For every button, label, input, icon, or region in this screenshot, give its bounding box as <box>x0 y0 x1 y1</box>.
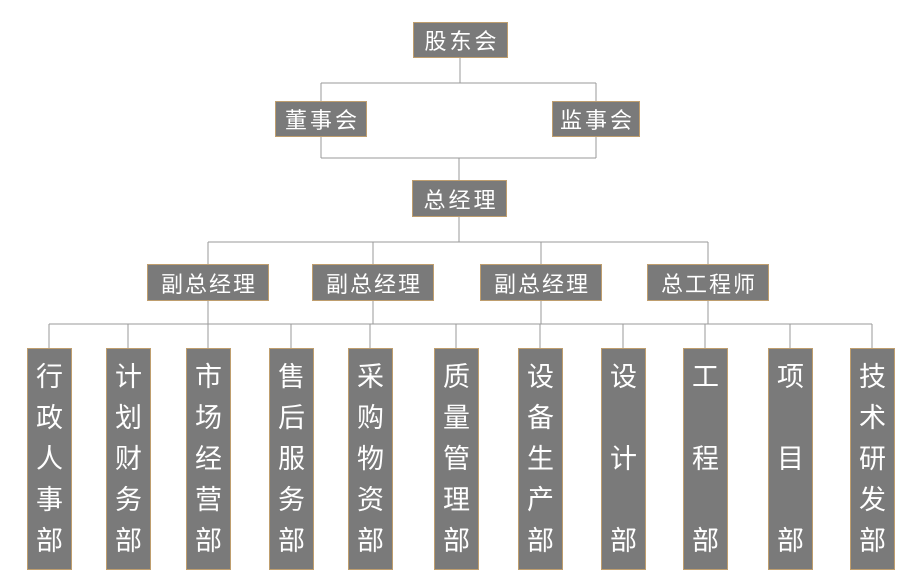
node-label: 市场经营部 <box>195 362 222 556</box>
node-label: 副总经理 <box>325 271 422 297</box>
org-node-shareholders-meeting: 股东会 <box>413 22 508 58</box>
org-node-dept-marketing: 市场经营部 <box>186 348 231 570</box>
node-label: 工程部 <box>692 362 719 556</box>
org-node-dept-tech-rnd: 技术研发部 <box>850 348 895 570</box>
node-label: 副总经理 <box>160 271 257 297</box>
org-node-dept-admin-hr: 行政人事部 <box>27 348 72 570</box>
node-label: 行政人事部 <box>36 362 63 556</box>
node-label: 项目部 <box>777 362 804 556</box>
node-label: 技术研发部 <box>859 362 886 556</box>
org-node-deputy-gm-2: 副总经理 <box>312 264 434 301</box>
node-label: 副总经理 <box>493 271 590 297</box>
node-label: 董事会 <box>284 108 360 133</box>
org-node-dept-engineering: 工程部 <box>683 348 728 570</box>
org-node-deputy-gm-1: 副总经理 <box>147 264 269 301</box>
org-node-dept-project: 项目部 <box>768 348 813 570</box>
org-node-supervisory-board: 监事会 <box>552 101 640 137</box>
org-node-dept-equipment-production: 设备生产部 <box>518 348 563 570</box>
node-label: 采购物资部 <box>357 362 384 556</box>
org-node-deputy-gm-3: 副总经理 <box>480 264 602 301</box>
node-label: 设计部 <box>610 362 637 556</box>
org-node-chief-engineer: 总工程师 <box>647 264 769 301</box>
node-label: 总工程师 <box>660 271 757 297</box>
org-node-dept-quality-management: 质量管理部 <box>434 348 479 570</box>
org-node-dept-procurement-materials: 采购物资部 <box>348 348 393 570</box>
node-label: 股东会 <box>424 29 500 54</box>
org-node-dept-aftersales-service: 售后服务部 <box>269 348 314 570</box>
node-label: 总经理 <box>423 187 499 213</box>
node-label: 计划财务部 <box>115 362 142 556</box>
org-node-board-of-directors: 董事会 <box>275 101 367 137</box>
org-node-dept-planning-finance: 计划财务部 <box>106 348 151 570</box>
org-node-general-manager: 总经理 <box>412 180 507 217</box>
node-label: 售后服务部 <box>278 362 305 556</box>
node-label: 质量管理部 <box>443 362 470 556</box>
node-label: 设备生产部 <box>527 362 554 556</box>
node-label: 监事会 <box>559 108 635 133</box>
org-node-dept-design: 设计部 <box>601 348 646 570</box>
